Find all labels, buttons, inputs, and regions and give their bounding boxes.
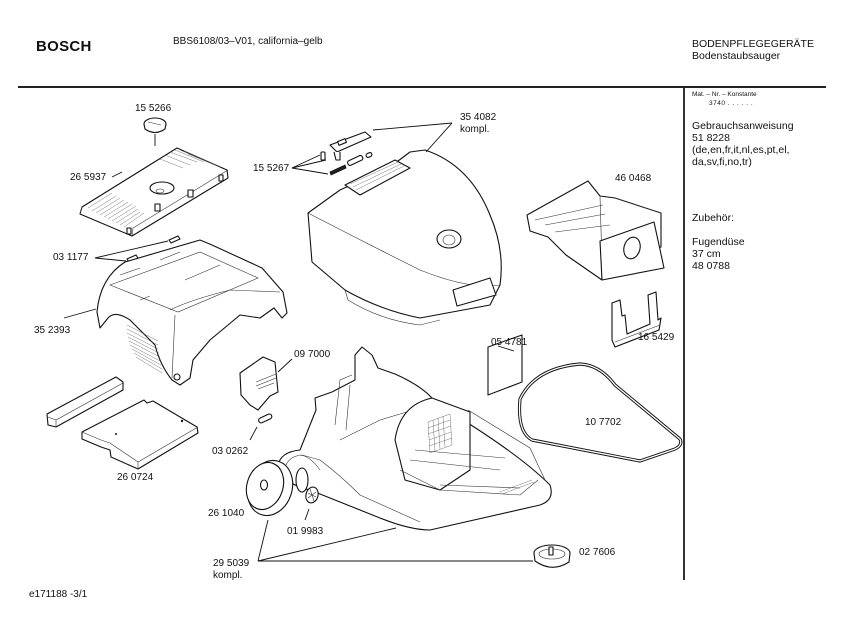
part-label-filter-cover[interactable]: 26 5937 <box>70 172 107 183</box>
part-label-housing-top[interactable]: 35 2393 <box>34 325 71 336</box>
sidebar-divider <box>683 88 685 580</box>
flap-part[interactable] <box>239 356 279 411</box>
housing-top-part[interactable] <box>96 239 288 386</box>
part-label-latch-springs[interactable]: 15 5267 <box>253 163 290 174</box>
part-label-motor-filter[interactable]: 26 0724 <box>117 472 154 483</box>
part-label-wheel[interactable]: 26 1040 <box>208 508 245 519</box>
part-label-clips[interactable]: 03 1177 <box>53 252 89 263</box>
part-label-bag-holder[interactable]: 16 5429 <box>638 332 675 343</box>
motor-filter-part[interactable] <box>46 376 199 470</box>
document-id: e171188 -3/1 <box>29 589 88 600</box>
part-label-filter-pad[interactable]: 05 4781 <box>491 337 528 348</box>
part-label-flap[interactable]: 09 7000 <box>294 349 331 360</box>
bag-holder-part[interactable] <box>611 291 662 348</box>
knob-part[interactable] <box>143 117 167 146</box>
accessory-size: 37 cm <box>692 248 721 260</box>
part-label-wheel-set[interactable]: 29 5039 <box>213 558 250 569</box>
mat-number-value: 3740 . . . . . . <box>709 100 754 107</box>
filter-pad-part[interactable] <box>487 334 523 396</box>
latch-spring-part[interactable] <box>320 151 373 176</box>
brand-logo: BOSCH <box>36 38 92 55</box>
part-label-gasket[interactable]: 10 7702 <box>585 417 622 428</box>
gasket-part[interactable] <box>517 362 683 463</box>
latch-part[interactable] <box>329 131 372 161</box>
part-label-pin[interactable]: 03 0262 <box>212 446 249 457</box>
part-label-knob[interactable]: 15 5266 <box>135 103 172 114</box>
accessory-name: Fugendüse <box>692 236 745 248</box>
part-label-wheel-clip[interactable]: 01 9983 <box>287 526 324 537</box>
part-label-dust-bag[interactable]: 46 0468 <box>615 173 652 184</box>
model-title: BBS6108/03–V01, california–gelb <box>173 36 323 47</box>
castor-part[interactable] <box>533 544 571 568</box>
mat-number-label: Mat. – Nr. – Konstante <box>692 91 757 98</box>
dust-bag-part[interactable] <box>526 180 665 281</box>
subcategory-title: Bodenstaubsauger <box>692 50 781 62</box>
filter-cover-part[interactable] <box>79 147 229 237</box>
manual-title: Gebrauchsanweisung <box>692 120 794 132</box>
manual-languages-line1: (de,en,fr,it,nl,es,pt,el, <box>692 144 790 156</box>
wheel-part[interactable] <box>240 455 299 522</box>
wheel-clip-part[interactable] <box>304 486 320 505</box>
part-label-lid-suffix: kompl. <box>460 124 490 135</box>
header-divider <box>18 86 826 88</box>
part-label-castor[interactable]: 02 7606 <box>579 547 616 558</box>
category-title: BODENPFLEGEGERÄTE <box>692 38 814 50</box>
leader-lines <box>63 122 533 562</box>
accessory-number: 48 0788 <box>692 260 730 272</box>
base-body-part[interactable] <box>277 346 552 531</box>
part-label-lid[interactable]: 35 4082 <box>460 112 497 123</box>
part-label-wheel-set-suffix: kompl. <box>213 570 243 581</box>
manual-number: 51 8228 <box>692 132 730 144</box>
accessories-title: Zubehör: <box>692 212 735 224</box>
pin-part[interactable] <box>258 413 273 424</box>
lid-part[interactable] <box>307 149 502 326</box>
manual-languages-line2: da,sv,fi,no,tr) <box>692 156 752 168</box>
